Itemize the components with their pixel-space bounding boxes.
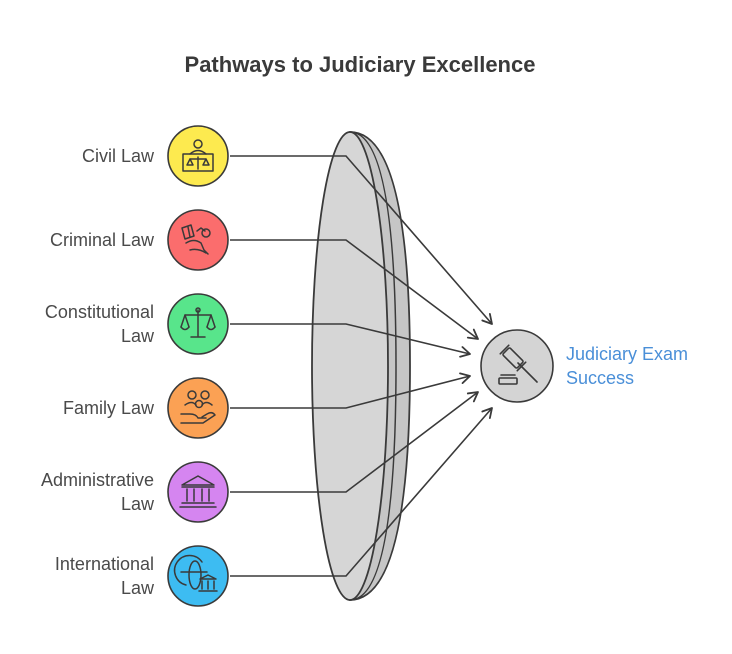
lens [311, 131, 411, 601]
node-circle [167, 125, 229, 187]
label-line: Law [120, 578, 154, 598]
source-label-family-law: Family Law [0, 396, 154, 420]
source-node-civil-law [167, 125, 229, 187]
source-label-constitutional-law: Constitutional Law [0, 300, 154, 348]
connector-criminal-law [230, 239, 479, 340]
source-label-criminal-law: Criminal Law [0, 228, 154, 252]
government-building-icon [179, 475, 217, 508]
scales-icon [180, 307, 216, 338]
node-circle [480, 329, 554, 403]
label-line: Family Law [62, 398, 154, 418]
connector-international-law [230, 407, 493, 577]
label-line: Criminal Law [49, 230, 154, 250]
node-circle [167, 209, 229, 271]
handcuffs-icon [181, 224, 211, 255]
node-circle [167, 545, 229, 607]
connector-civil-law [230, 155, 493, 325]
target-node [480, 329, 554, 403]
label-line: Constitutional [44, 302, 154, 322]
target-label: Judiciary Exam Success [566, 342, 726, 390]
label-line: Civil Law [81, 146, 154, 166]
diagram-title: Pathways to Judiciary Excellence [184, 52, 536, 77]
node-circle [167, 461, 229, 523]
family-hand-icon [180, 390, 216, 424]
judge-podium-icon [182, 139, 214, 172]
lens-face [311, 131, 389, 601]
source-label-civil-law: Civil Law [0, 144, 154, 168]
label-line: Administrative [40, 470, 154, 490]
connectors [230, 155, 493, 577]
source-node-family-law [167, 377, 229, 439]
label-line: Law [120, 494, 154, 514]
source-node-international-law [167, 545, 229, 607]
source-node-constitutional-law [167, 293, 229, 355]
gavel-icon [498, 344, 538, 385]
label-line: Law [120, 326, 154, 346]
lens-band [349, 131, 397, 601]
label-line: Success [566, 368, 635, 388]
source-label-administrative-law: Administrative Law [0, 468, 154, 516]
source-node-administrative-law [167, 461, 229, 523]
label-line: Judiciary Exam [566, 344, 689, 364]
connector-administrative-law [230, 391, 479, 493]
source-node-criminal-law [167, 209, 229, 271]
connector-constitutional-law [230, 323, 471, 358]
source-label-international-law: International Law [0, 552, 154, 600]
label-line: International [54, 554, 154, 574]
connector-family-law [230, 372, 471, 409]
globe-building-icon [173, 554, 218, 592]
